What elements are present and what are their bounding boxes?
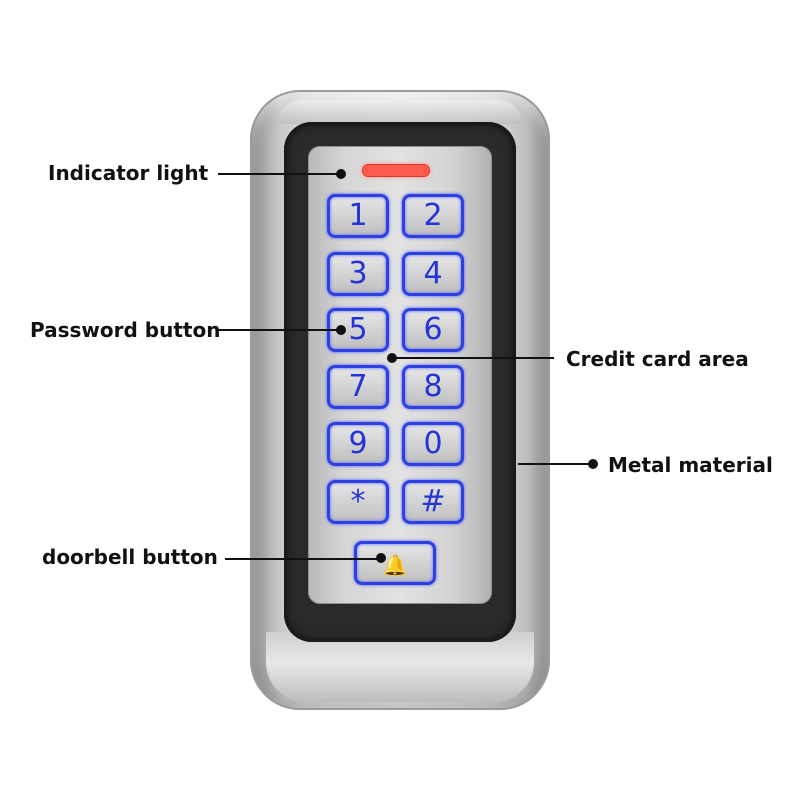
leader-dot-password: [336, 325, 346, 335]
housing-top-bevel: [278, 100, 522, 124]
leader-dot-indicator: [336, 169, 346, 179]
bell-icon: 🔔: [382, 553, 408, 577]
leader-line-indicator: [218, 173, 340, 175]
label-metal-material: Metal material: [608, 453, 773, 477]
key-1[interactable]: 1: [327, 194, 389, 238]
label-indicator-light: Indicator light: [48, 161, 209, 185]
key-6[interactable]: 6: [402, 308, 464, 352]
doorbell-button[interactable]: 🔔: [354, 541, 436, 585]
label-credit-card-area: Credit card area: [566, 347, 749, 371]
label-password-button: Password button: [30, 318, 221, 342]
label-doorbell-button: doorbell button: [42, 545, 218, 569]
leader-dot-credit-card: [387, 353, 397, 363]
leader-line-metal: [518, 463, 598, 465]
leader-dot-doorbell: [376, 553, 386, 563]
key-7[interactable]: 7: [327, 365, 389, 409]
housing-bottom-bevel: [266, 632, 534, 702]
key-star[interactable]: *: [327, 480, 389, 524]
key-0[interactable]: 0: [402, 422, 464, 466]
key-2[interactable]: 2: [402, 194, 464, 238]
key-9[interactable]: 9: [327, 422, 389, 466]
leader-line-password: [218, 329, 340, 331]
key-3[interactable]: 3: [327, 252, 389, 296]
key-8[interactable]: 8: [402, 365, 464, 409]
indicator-light: [362, 164, 430, 177]
key-hash[interactable]: #: [402, 480, 464, 524]
key-4[interactable]: 4: [402, 252, 464, 296]
leader-line-doorbell: [225, 558, 380, 560]
leader-dot-metal: [588, 459, 598, 469]
leader-line-credit-card: [394, 357, 554, 359]
